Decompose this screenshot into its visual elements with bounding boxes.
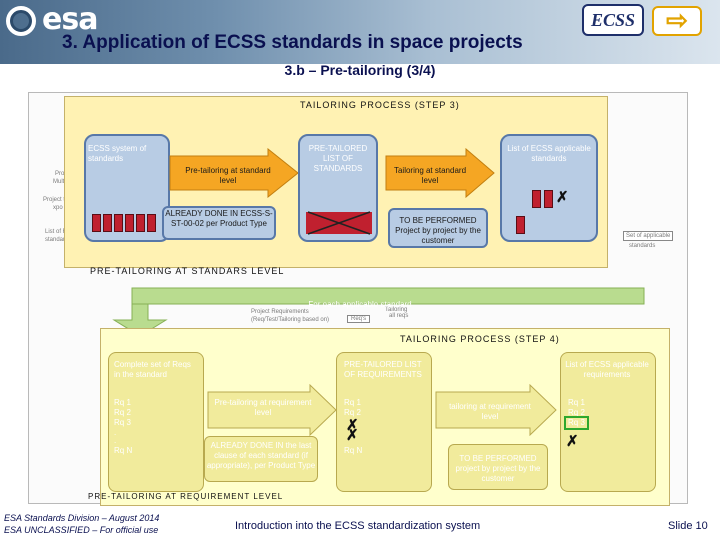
already-done-label: ALREADY DONE IN ECSS-S-ST-00-02 per Prod… xyxy=(165,209,273,228)
pretailoring-standards-level-label: PRE-TAILORING AT STANDARS LEVEL xyxy=(90,266,285,276)
req-item: Rq 2 xyxy=(344,408,361,417)
step3-title: TAILORING PROCESS (STEP 3) xyxy=(300,100,460,110)
standard-book-icon xyxy=(103,214,112,232)
req-item: Rq N xyxy=(114,446,133,455)
pretailored-list-label: PRE-TAILORED LIST OF STANDARDS xyxy=(308,144,368,173)
highlighted-req-item: Rq 3 xyxy=(564,416,589,430)
pretailored-reqs-title: PRE-TAILORED LIST OF REQUIREMENTS xyxy=(344,360,422,379)
applicable-standards-label: List of ECSS applicable standards xyxy=(507,144,591,163)
standard-book-icon xyxy=(516,216,525,234)
standard-book-icon xyxy=(114,214,123,232)
footer-presentation-title: Introduction into the ECSS standardizati… xyxy=(235,520,481,532)
pretailoring-standard-label: Pre-tailoring at standard level xyxy=(185,166,271,185)
bg-label: List of R xyxy=(45,229,68,235)
pretailoring-requirement-level-label: PRE-TAILORING AT REQUIREMENT LEVEL xyxy=(88,492,284,501)
slide-number: Slide 10 xyxy=(668,520,708,532)
already-done-box xyxy=(162,206,276,240)
req-item: Rq 3 xyxy=(114,418,131,427)
footer-classification: ESA UNCLASSIFIED – For official use xyxy=(4,525,159,535)
req-item: Rq 2 xyxy=(114,408,131,417)
bg-label: Set of applicable xyxy=(623,231,674,241)
req-item: Rq N xyxy=(344,446,363,455)
removed-req-icon: ✗ xyxy=(346,417,359,434)
pretailoring-req-label: Pre-tailoring at requirement level xyxy=(214,398,312,417)
bg-label: standards xyxy=(45,237,72,243)
standard-book-icon xyxy=(92,214,101,232)
to-be-performed-req-label: TO BE PERFORMED project by project by th… xyxy=(455,454,541,483)
bg-label: all reqs xyxy=(389,313,409,319)
tailoring-standard-label: Tailoring at standard level xyxy=(393,166,467,185)
standard-book-icon xyxy=(544,190,553,208)
req-item: Rq 1 xyxy=(344,398,361,407)
complete-reqs-title: Complete set of Reqs in the standard xyxy=(114,360,191,379)
req-item: Rq 1 xyxy=(568,398,585,407)
standard-book-icon xyxy=(136,214,145,232)
to-be-performed-label: TO BE PERFORMED Project by project by th… xyxy=(395,216,481,245)
page-subtitle: 3.b – Pre-tailoring (3/4) xyxy=(284,62,436,78)
ecss-system-label: ECSS system of standards xyxy=(88,144,147,163)
bg-label: (Req/Test/Tailoring based on) xyxy=(251,317,330,323)
pretailoring-arrow-icon xyxy=(169,148,299,198)
footer-date: ESA Standards Division – August 2014 xyxy=(4,513,160,523)
removed-req-icon: ✗ xyxy=(346,427,359,444)
bg-label: Proje xyxy=(55,171,70,177)
req-item: Rq 2 xyxy=(568,408,585,417)
tailoring-req-label: tailoring at requirement level xyxy=(449,402,531,421)
req-item: . xyxy=(114,436,117,445)
pretailoring-req-arrow-icon xyxy=(207,384,337,436)
to-be-performed-req-box xyxy=(448,444,548,490)
crossed-books-icon xyxy=(307,211,371,235)
bg-label: Req's xyxy=(347,315,371,323)
right-arrow-icon[interactable]: ⇨ xyxy=(652,6,702,36)
tailoring-standard-arrow-icon xyxy=(385,148,495,198)
complete-reqs-panel xyxy=(108,352,204,492)
to-be-performed-box xyxy=(388,208,488,248)
bg-label: Project ta xyxy=(43,197,69,203)
step4-title: TAILORING PROCESS (STEP 4) xyxy=(400,334,560,344)
for-each-standard-label: For each applicable standard xyxy=(308,300,412,309)
esa-logo: esa xyxy=(6,2,136,38)
ecss-logo: ECSS xyxy=(582,4,644,36)
applicable-reqs-panel xyxy=(560,352,656,492)
removed-req-icon: ✗ xyxy=(566,433,579,450)
already-done-req-label: ALREADY DONE IN the last clause of each … xyxy=(206,441,316,470)
standard-book-icon xyxy=(147,214,156,232)
req-item: Rq 1 xyxy=(114,398,131,407)
bg-label: Project Requirements xyxy=(251,309,309,315)
removed-book-icon: ✗ xyxy=(556,189,569,206)
footer-division: ESA Standards Division – August 2014 ESA… xyxy=(4,512,159,536)
standard-book-icon xyxy=(532,190,541,208)
bg-label: standards xyxy=(629,243,656,249)
standard-book-icon xyxy=(125,214,134,232)
already-done-req-box xyxy=(204,436,318,482)
page-title: 3. Application of ECSS standards in spac… xyxy=(62,32,523,53)
esa-logo-ring-icon xyxy=(6,6,36,36)
bg-label: xpo xyxy=(53,205,63,211)
pretailored-reqs-panel xyxy=(336,352,432,492)
tailoring-req-arrow-icon xyxy=(435,384,557,436)
esa-logo-text: esa xyxy=(42,2,98,37)
for-each-standard-arrow-icon xyxy=(112,287,645,337)
applicable-reqs-title: List of ECSS applicable requirements xyxy=(565,360,649,379)
req-item: . xyxy=(114,428,117,437)
bg-label: Tailoring xyxy=(385,307,408,313)
